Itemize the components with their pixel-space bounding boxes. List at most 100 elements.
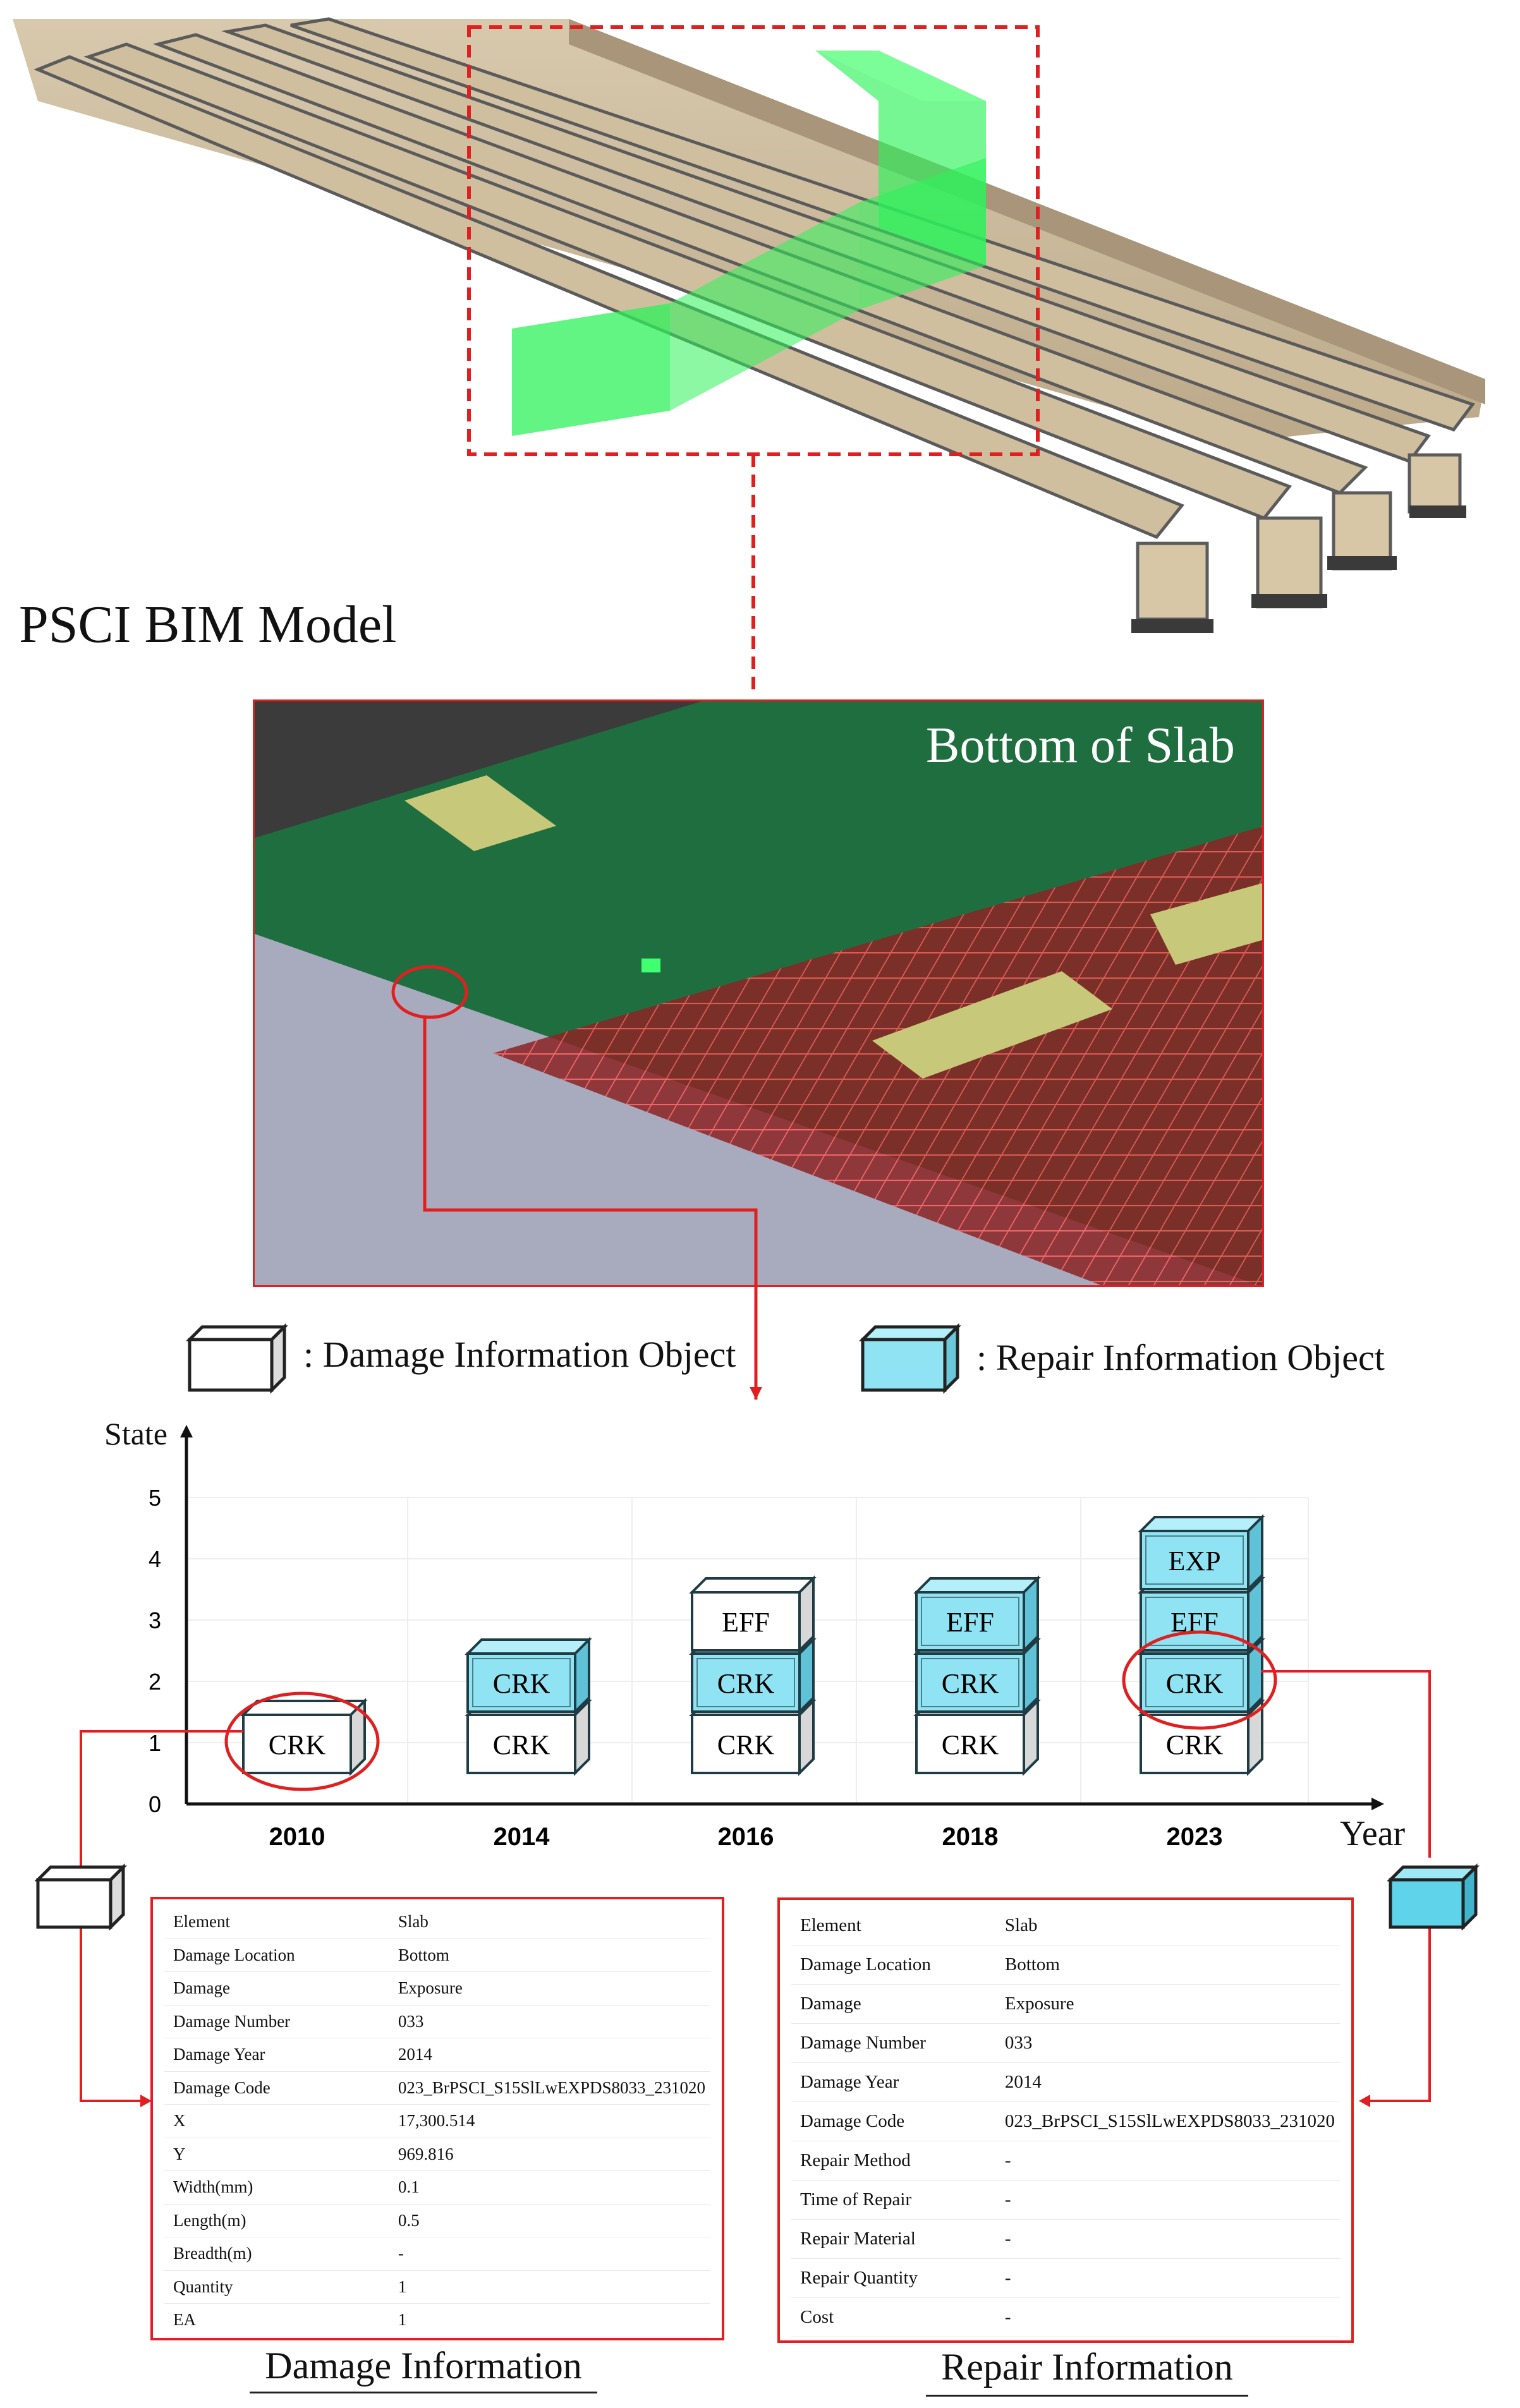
table-field-label: EA bbox=[164, 2303, 389, 2337]
box-label: CRK bbox=[942, 1668, 999, 1699]
legend-repair-cube bbox=[858, 1322, 962, 1395]
legend-damage-cube bbox=[185, 1322, 289, 1395]
y-tick-label: 5 bbox=[149, 1485, 161, 1511]
x-axis-label: Year bbox=[1340, 1814, 1406, 1853]
box-label: EFF bbox=[722, 1607, 770, 1638]
table-field-value: - bbox=[995, 2219, 1340, 2259]
table-field-value: 1 bbox=[389, 2303, 710, 2337]
table-row: Breadth(m)- bbox=[164, 2237, 710, 2271]
table-field-value: 1 bbox=[389, 2270, 710, 2304]
box-label: CRK bbox=[717, 1668, 775, 1699]
rebar-grid bbox=[493, 826, 1264, 1287]
table-field-label: X bbox=[164, 2104, 389, 2138]
table-field-label: Damage Code bbox=[164, 2071, 389, 2105]
slab-view-title: Bottom of Slab bbox=[926, 718, 1235, 773]
patch-marks bbox=[404, 775, 1264, 1079]
damage-info-caption: Damage Information bbox=[265, 2345, 582, 2387]
x-tick-label: 2010 bbox=[269, 1823, 325, 1851]
table-field-value: Bottom bbox=[389, 1939, 710, 1972]
bottom-of-slab-view bbox=[253, 699, 1264, 1287]
table-field-label: Repair Quantity bbox=[791, 2258, 996, 2298]
y-axis-label: State bbox=[104, 1416, 167, 1451]
table-field-value: 0.5 bbox=[389, 2204, 710, 2237]
table-field-value: 2014 bbox=[995, 2062, 1340, 2102]
box-label: CRK bbox=[493, 1729, 550, 1760]
model-title: PSCI BIM Model bbox=[19, 595, 397, 654]
green-damage-volume bbox=[512, 51, 986, 436]
repair-object-box: EXP bbox=[1138, 1514, 1265, 1592]
chart-axes bbox=[180, 1425, 1384, 1810]
table-field-label: Breadth(m) bbox=[164, 2237, 389, 2271]
table-field-label: Cost bbox=[791, 2297, 996, 2337]
table-field-value: 0.1 bbox=[389, 2170, 710, 2205]
table-field-label: Repair Material bbox=[791, 2219, 996, 2259]
table-field-label: Damage Number bbox=[164, 2005, 389, 2038]
table-field-value: 17,300.514 bbox=[389, 2104, 710, 2138]
table-field-label: Damage Number bbox=[791, 2023, 996, 2063]
table-field-value: Slab bbox=[389, 1906, 710, 1939]
x-tick-label: 2014 bbox=[494, 1823, 550, 1851]
table-field-label: Element bbox=[164, 1906, 389, 1939]
box-label: CRK bbox=[493, 1668, 550, 1699]
table-field-value: 033 bbox=[389, 2005, 710, 2038]
table-field-label: Width(mm) bbox=[164, 2170, 389, 2205]
table-field-value: - bbox=[995, 2180, 1340, 2220]
box-label: CRK bbox=[1166, 1729, 1224, 1760]
table-field-value: - bbox=[995, 2297, 1340, 2337]
table-field-value: Exposure bbox=[995, 1984, 1340, 2024]
deck-edge bbox=[569, 19, 1485, 404]
damage-caption-underline bbox=[250, 2392, 597, 2393]
damage-circle-highlight bbox=[391, 965, 468, 1019]
table-field-label: Damage Location bbox=[164, 1939, 389, 1972]
x-tick-label: 2018 bbox=[942, 1823, 999, 1851]
table-field-label: Damage Code bbox=[791, 2102, 996, 2141]
table-row: Time of Repair- bbox=[791, 2180, 1340, 2220]
table-field-label: Damage bbox=[791, 1984, 996, 2024]
table-field-value: 969.816 bbox=[389, 2138, 710, 2171]
bearing-pads bbox=[1131, 505, 1466, 633]
y-tick-label: 3 bbox=[149, 1607, 161, 1633]
table-field-value: Exposure bbox=[389, 1971, 710, 2006]
damage-object-box: CRK bbox=[913, 1698, 1041, 1776]
table-row: Repair Material- bbox=[791, 2219, 1340, 2259]
dark-corner bbox=[253, 699, 708, 838]
table-field-label: Damage Location bbox=[791, 1945, 996, 1985]
table-field-label: Quantity bbox=[164, 2270, 389, 2304]
table-field-value: Bottom bbox=[995, 1945, 1340, 1985]
box-label: EFF bbox=[946, 1607, 994, 1638]
box-label: EXP bbox=[1168, 1546, 1220, 1576]
repair-object-box: EFF bbox=[913, 1575, 1041, 1654]
table-field-label: Time of Repair bbox=[791, 2180, 996, 2220]
repair-caption-underline bbox=[926, 2395, 1248, 2397]
table-field-value: - bbox=[995, 2258, 1340, 2298]
table-row: Repair Method- bbox=[791, 2141, 1340, 2181]
selected-object-circle bbox=[1122, 1630, 1277, 1730]
table-field-label: Damage Year bbox=[164, 2038, 389, 2072]
x-tick-label: 2016 bbox=[718, 1823, 774, 1851]
table-field-value: Slab bbox=[995, 1906, 1340, 1945]
repair-object-box: CRK bbox=[465, 1637, 592, 1715]
table-field-value: 2014 bbox=[389, 2038, 710, 2072]
table-field-label: Y bbox=[164, 2138, 389, 2171]
selected-object-circle bbox=[224, 1691, 380, 1791]
box-label: CRK bbox=[942, 1729, 999, 1760]
chart-circles bbox=[224, 1630, 1277, 1791]
legend-damage-label: : Damage Information Object bbox=[303, 1334, 736, 1375]
y-tick-label: 0 bbox=[149, 1791, 161, 1817]
damage-object-cube bbox=[35, 1863, 128, 1930]
